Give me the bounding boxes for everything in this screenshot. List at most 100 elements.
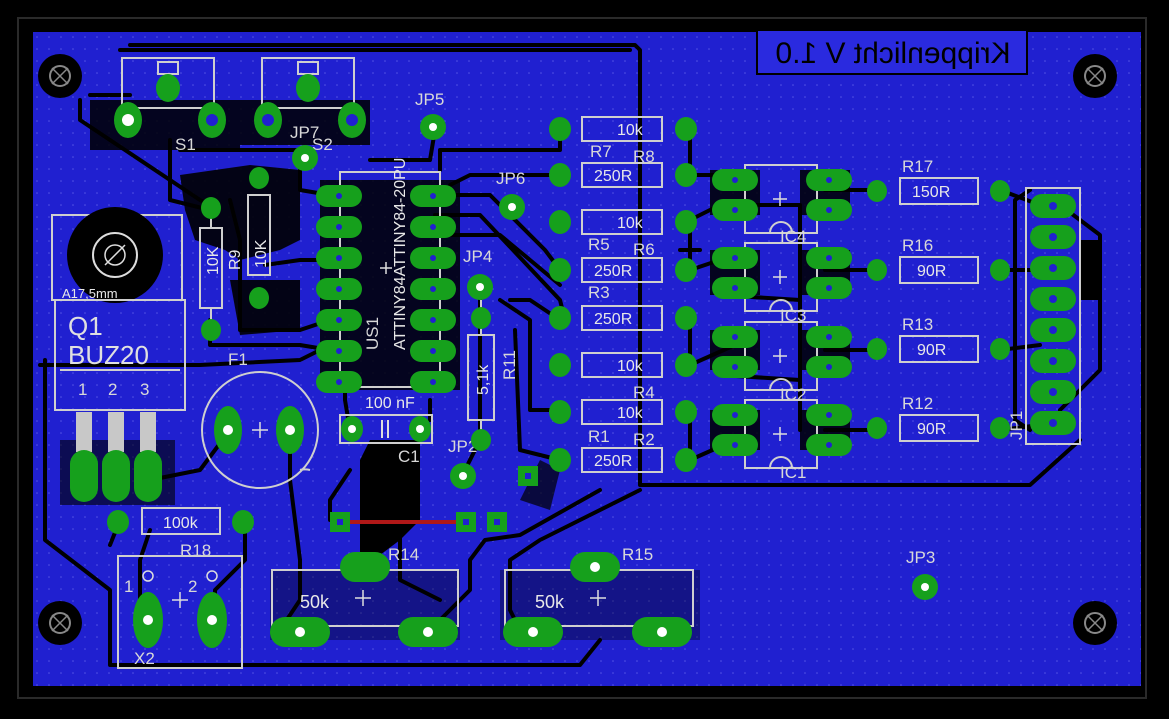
r1-label: R1 bbox=[588, 427, 610, 446]
x2-pin1: 1 bbox=[124, 577, 133, 596]
jp3-label: JP3 bbox=[906, 548, 935, 567]
resistor-r17: 150R R17 bbox=[867, 157, 1010, 205]
jumper-jp6: JP6 bbox=[496, 169, 525, 220]
optocoupler-ic2: IC2 bbox=[712, 321, 852, 404]
q1-pin3: 3 bbox=[140, 380, 149, 399]
jumper-jp7: JP7 bbox=[290, 123, 319, 171]
ic3-label: IC3 bbox=[780, 306, 806, 325]
s2-label: S2 bbox=[312, 135, 333, 154]
r11-value: 5,1k bbox=[475, 364, 492, 395]
c1-value: 100 nF bbox=[365, 395, 415, 412]
resistor-r9: 10K R9 bbox=[199, 197, 244, 341]
mounting-hole-bl bbox=[38, 601, 82, 645]
x2-pin2: 2 bbox=[188, 577, 197, 596]
q1-value: BUZ20 bbox=[68, 340, 149, 370]
terminal-x2: 1 2 X2 bbox=[117, 555, 243, 669]
jumper-jp2: JP2 bbox=[448, 437, 477, 489]
f1-label: F1 bbox=[228, 350, 248, 369]
r16-label: R16 bbox=[902, 236, 933, 255]
resistor-r13: 90R R13 bbox=[867, 315, 1010, 363]
r5-label: R5 bbox=[588, 235, 610, 254]
q1-label: Q1 bbox=[68, 311, 103, 341]
resistor-r2: 250R bbox=[549, 447, 697, 473]
resistor-r1: 10k R1 R2 bbox=[549, 399, 697, 449]
resistor-r8: 250R bbox=[549, 162, 697, 188]
jp6-label: JP6 bbox=[496, 169, 525, 188]
r6-label: R6 bbox=[633, 240, 655, 259]
switch-s2: S2 bbox=[254, 57, 366, 154]
x2-label: X2 bbox=[134, 649, 155, 668]
resistor-r16: 90R R16 bbox=[867, 236, 1010, 284]
r13-value: 90R bbox=[917, 342, 946, 359]
c1-label: C1 bbox=[398, 447, 420, 466]
r7-value: 10k bbox=[617, 122, 644, 139]
us1-label: US1 bbox=[363, 317, 382, 350]
switch-s1: S1 bbox=[114, 57, 226, 154]
r4-label: R4 bbox=[633, 383, 655, 402]
r14-label: R14 bbox=[388, 545, 419, 564]
optocoupler-ic4: IC4 bbox=[712, 164, 852, 246]
r3-label: R3 bbox=[588, 283, 610, 302]
r15-label: R15 bbox=[622, 545, 653, 564]
r2-value: 250R bbox=[594, 453, 632, 470]
fuse-f1: F1 bbox=[201, 350, 319, 489]
ic2-label: IC2 bbox=[780, 385, 806, 404]
resistor-r6: 250R bbox=[549, 257, 697, 283]
header-jp1: JP1 bbox=[1007, 187, 1081, 445]
pot-label: A17,5mm bbox=[62, 286, 118, 301]
r12-value: 90R bbox=[917, 421, 946, 438]
r9-label: R9 bbox=[227, 249, 244, 270]
potentiometer: A17,5mm bbox=[51, 207, 183, 303]
board-title: Krippenlicht V 1.0 bbox=[775, 37, 1010, 70]
r7-label: R7 bbox=[590, 142, 612, 161]
s1-label: S1 bbox=[175, 135, 196, 154]
board-title-box: Krippenlicht V 1.0 bbox=[756, 29, 1028, 75]
jp1-label: JP1 bbox=[1007, 411, 1026, 440]
r9-value: 10K bbox=[205, 246, 222, 275]
jp4-label: JP4 bbox=[463, 247, 492, 266]
r17-label: R17 bbox=[902, 157, 933, 176]
r18-label: R18 bbox=[180, 541, 211, 560]
r8-value: 250R bbox=[594, 168, 632, 185]
transistor-q1: Q1 BUZ20 1 2 3 bbox=[54, 299, 186, 502]
r13-label: R13 bbox=[902, 315, 933, 334]
r3-value: 250R bbox=[594, 311, 632, 328]
mounting-hole-tl bbox=[38, 54, 82, 98]
jumper-jp5: JP5 bbox=[415, 90, 446, 140]
r5-value: 10k bbox=[617, 215, 644, 232]
r15-value: 50k bbox=[535, 592, 565, 612]
optocoupler-ic1: IC1 bbox=[712, 399, 852, 482]
jumper-jp3: JP3 bbox=[906, 548, 938, 600]
r18-value: 100k bbox=[163, 515, 199, 532]
r6-value: 250R bbox=[594, 263, 632, 280]
r4-value: 10k bbox=[617, 358, 644, 375]
q1-pin1: 1 bbox=[78, 380, 87, 399]
resistor-r12: 90R R12 bbox=[867, 394, 1010, 442]
r11-label: R11 bbox=[500, 350, 519, 380]
jumper-jp4: JP4 bbox=[463, 247, 493, 300]
us1-value: ATTINY84ATTINY84-20PU bbox=[392, 158, 409, 350]
jp7-label: JP7 bbox=[290, 123, 319, 142]
r8-label: R8 bbox=[633, 147, 655, 166]
mounting-hole-br bbox=[1073, 601, 1117, 645]
optocoupler-ic3: IC3 bbox=[712, 242, 852, 325]
resistor-r3: 250R R3 bbox=[549, 283, 697, 331]
q1-pin2: 2 bbox=[108, 380, 117, 399]
jp5-label: JP5 bbox=[415, 90, 444, 109]
ic1-label: IC1 bbox=[780, 463, 806, 482]
capacitor-c1: 100 nF C1 bbox=[339, 395, 433, 466]
trimmer-r14: 50k R14 bbox=[270, 545, 459, 647]
resistor-r7: 10k R7 R8 bbox=[549, 116, 697, 166]
resistor-r4: 10k R4 bbox=[549, 352, 697, 402]
trimmer-r15: 50k R15 bbox=[503, 545, 694, 647]
ic4-label: IC4 bbox=[780, 227, 806, 246]
jp2-label: JP2 bbox=[448, 437, 477, 456]
r17-value: 150R bbox=[912, 184, 950, 201]
r14-value: 50k bbox=[300, 592, 330, 612]
mounting-hole-tr bbox=[1073, 54, 1117, 98]
resistor-r18: 100k R18 bbox=[107, 507, 254, 560]
r1-value: 10k bbox=[617, 405, 644, 422]
r16-value: 90R bbox=[917, 263, 946, 280]
resistor-r10: 10K bbox=[247, 167, 271, 309]
